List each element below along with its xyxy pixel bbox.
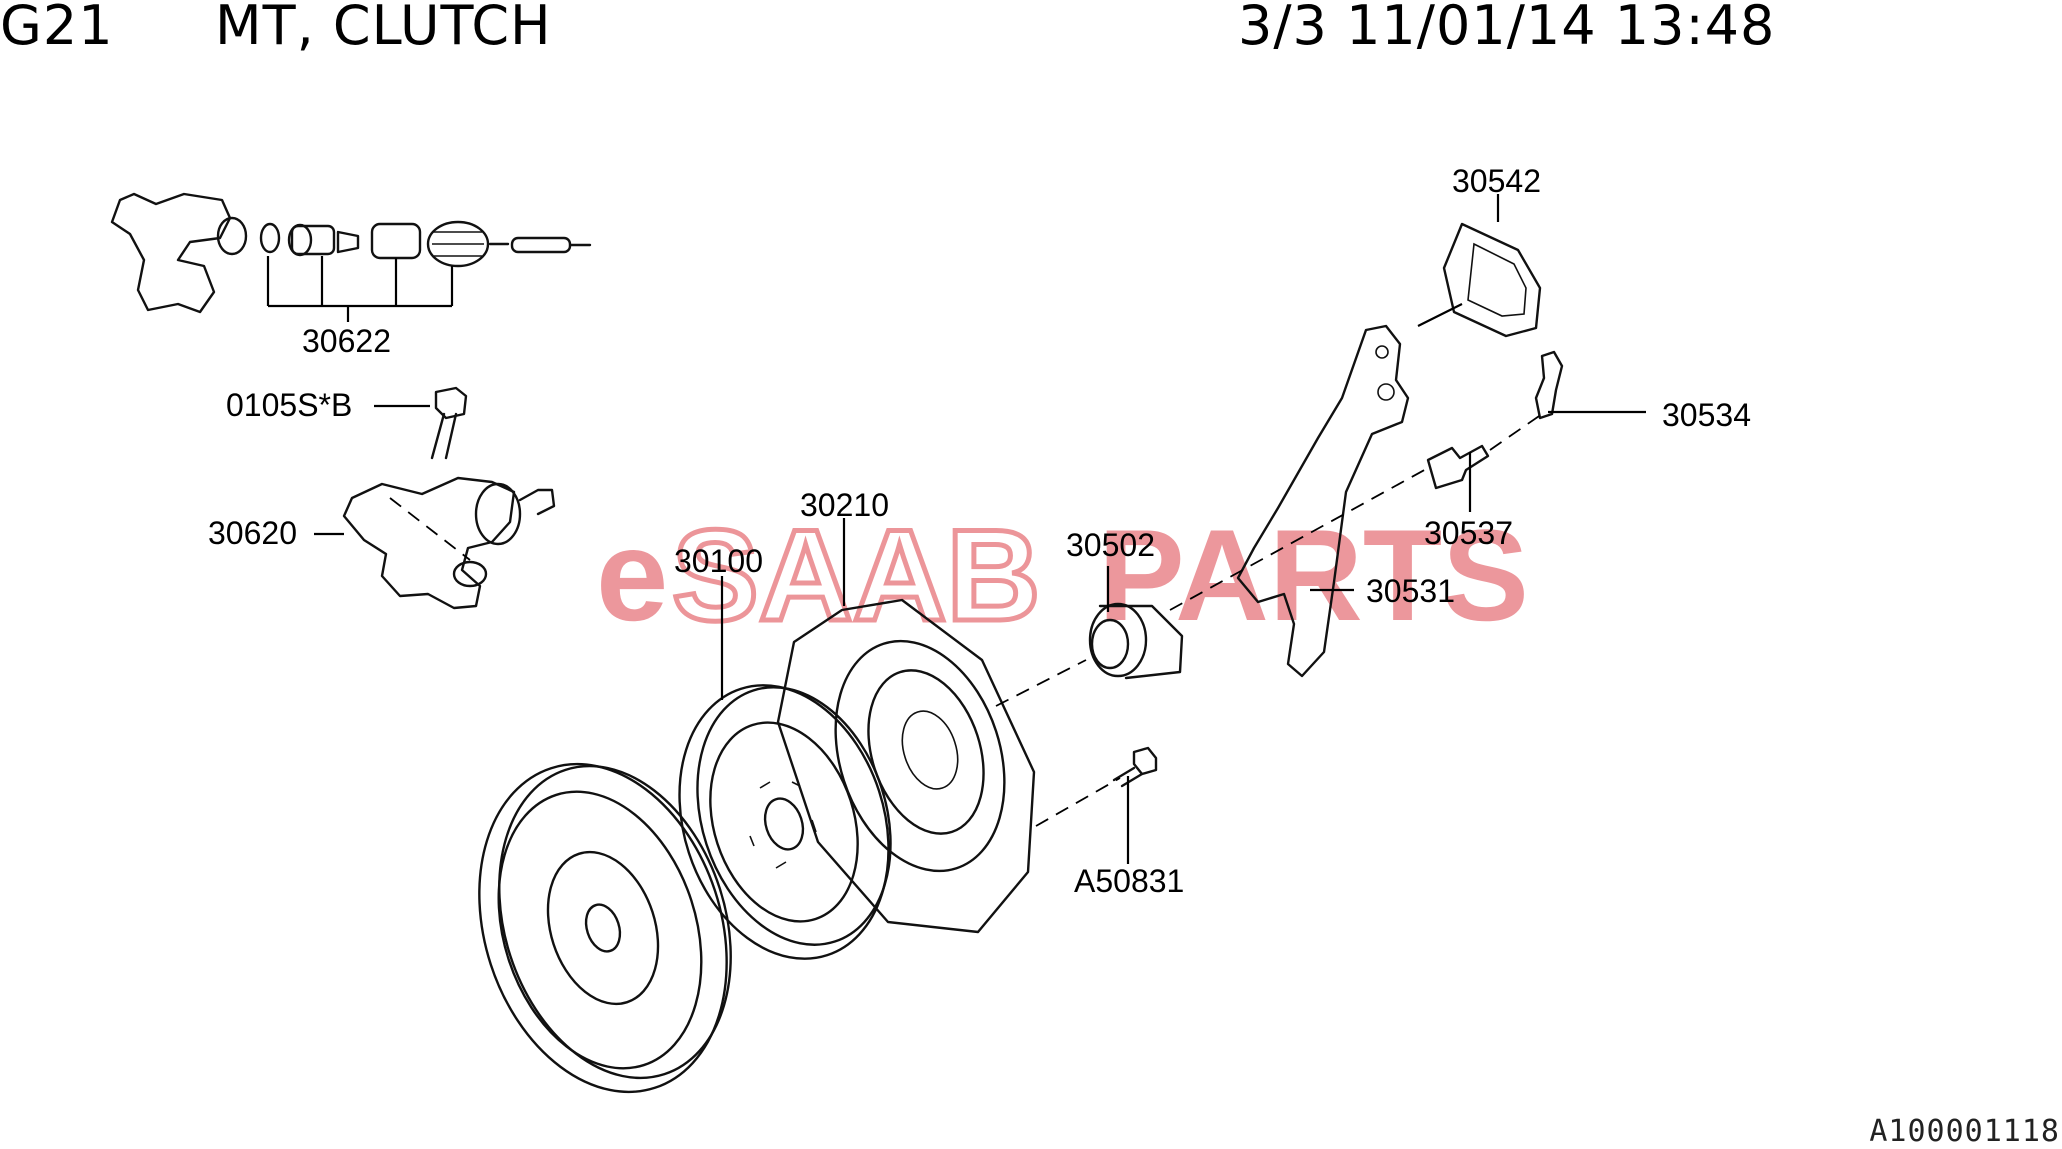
watermark-e: e: [596, 502, 668, 648]
callout-30542: 30542: [1452, 163, 1541, 199]
diagram-page-info: 3/3 11/01/14 13:48: [1238, 0, 1776, 57]
flywheel: [478, 762, 732, 1094]
fork-boot: [1442, 222, 1542, 338]
callout-30534: 30534: [1662, 397, 1751, 433]
master-cylinder-assembly: [110, 192, 592, 322]
esaabparts-watermark: e SAAB PARTS: [596, 500, 1529, 651]
callout-0105s-b: 0105S*B: [226, 387, 352, 423]
callout-30531: 30531: [1366, 573, 1455, 609]
slave-cylinder: [342, 386, 556, 610]
pushrod-section: [1534, 350, 1564, 420]
assembly-centerlines: [389, 413, 1543, 827]
callout-30210: 30210: [800, 487, 889, 523]
callout-a50831: A50831: [1074, 863, 1184, 899]
leader-lines: [314, 194, 1646, 864]
diagram-reference-id: A100001118: [1869, 1114, 2060, 1149]
diagram-model-code: G21: [0, 0, 114, 57]
callout-30620: 30620: [208, 515, 297, 551]
release-fork: [1236, 324, 1410, 678]
callout-30537: 30537: [1424, 515, 1513, 551]
bolt-a50831: [1112, 746, 1158, 788]
callout-30622: 30622: [302, 323, 391, 359]
release-bearing: [1088, 602, 1184, 680]
diagram-section-title: MT, CLUTCH: [215, 0, 552, 57]
part-callouts: 30622 0105S*B 30620 30100 30210 30502 30…: [208, 163, 1751, 899]
pivot-stud: [1426, 444, 1490, 490]
callout-30502: 30502: [1066, 527, 1155, 563]
callout-30100: 30100: [674, 543, 763, 579]
watermark-saab: SAAB: [672, 502, 1040, 648]
pressure-plate: [776, 598, 1036, 934]
clutch-disc: [678, 684, 892, 960]
